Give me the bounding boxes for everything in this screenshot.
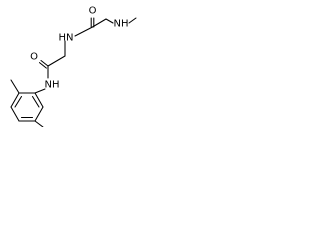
ring-bond-2 (10, 92, 20, 108)
ring-methyl-groups (10, 79, 44, 127)
atom-label-methylamino-nh: NH (114, 19, 129, 30)
ring-inner-double-a (14, 95, 23, 108)
atom-labels: O NH HN O NH (30, 6, 128, 91)
ring-inner-double-c (31, 95, 40, 108)
bond-lines (34, 17, 137, 94)
bond-methylamino-to-methyl (128, 17, 137, 24)
bond-lower-carbonyl-double-1 (40, 59, 49, 67)
bond-ring-to-upper-methyl (10, 79, 20, 94)
atom-label-amide-hn: HN (59, 33, 74, 44)
atom-label-upper-carbonyl-oxygen: O (89, 6, 97, 17)
bond-lower-carbonyl-double-2 (38, 62, 47, 69)
bond-amide-nh-to-carbonyl (74, 26, 94, 37)
ring-bond-6 (34, 92, 44, 108)
bond-ring-to-lower-methyl (34, 120, 44, 127)
atom-label-anilide-nh: NH (45, 80, 60, 91)
chemical-structure: O NH HN O NH (10, 6, 137, 127)
bond-ch2-to-methylamino (105, 18, 114, 24)
benzene-ring (10, 92, 44, 122)
ring-bond-5 (34, 106, 44, 122)
page: { "molecule": { "atoms": { "amide_nh_upp… (0, 0, 137, 127)
atom-label-lower-carbonyl-oxygen: O (30, 52, 38, 63)
bond-ch2-to-lower-carbonyl (47, 55, 66, 67)
bond-nh-to-ring (34, 88, 46, 94)
bond-upper-carbonyl-to-ch2 (91, 18, 107, 28)
ring-bond-3 (10, 106, 20, 122)
